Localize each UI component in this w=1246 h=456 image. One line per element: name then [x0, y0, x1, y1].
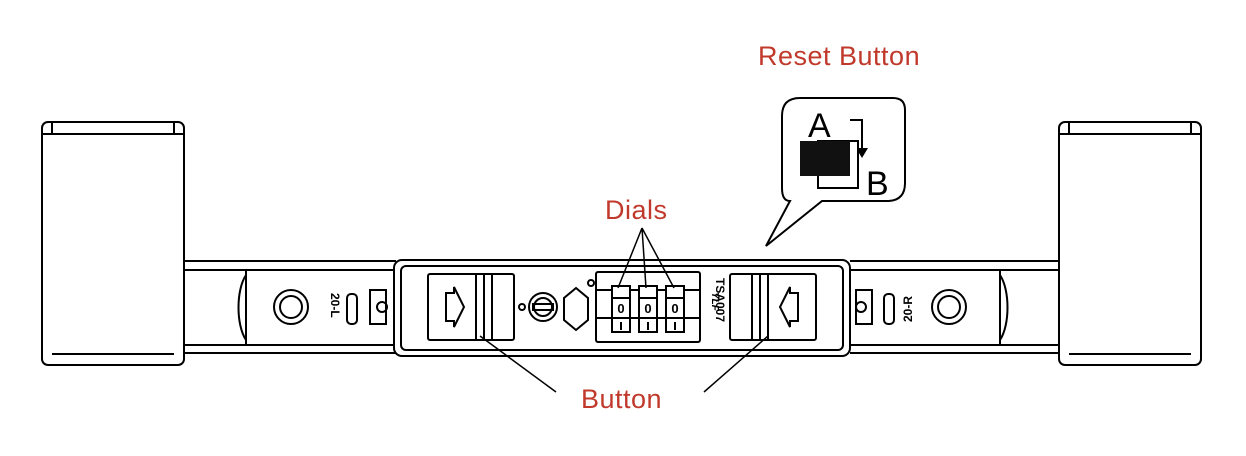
- left-end-cap: [41, 121, 185, 366]
- right-bar: [850, 260, 1059, 354]
- left-screw-icon: [273, 289, 388, 325]
- right-stamp: 20-R: [901, 296, 915, 322]
- reset-button-label: Reset Button: [758, 41, 921, 71]
- left-stamp: 20-L: [328, 293, 342, 318]
- inset-state-a: A: [808, 107, 831, 145]
- left-bar: [184, 260, 396, 354]
- dial-wheel-1: [611, 285, 631, 333]
- brand-mark: YLF: [709, 292, 720, 312]
- left-slide-button: [427, 273, 515, 341]
- key-cylinder-icon: [518, 279, 595, 332]
- arrow-left-icon: [778, 286, 799, 328]
- button-label: Button: [581, 384, 663, 414]
- dial-digit-1: 0: [617, 301, 624, 316]
- model-number: TSA007: [713, 278, 727, 322]
- right-end-cap: [1058, 121, 1202, 366]
- inset-state-b: B: [866, 165, 889, 203]
- dial-digit-2: 0: [644, 301, 651, 316]
- right-screw-icon: [855, 289, 967, 325]
- leader-lines: [479, 227, 769, 393]
- arrow-right-icon: [445, 286, 466, 328]
- dial-wheel-2: [638, 285, 658, 333]
- reset-slider-icon: [800, 141, 850, 176]
- dial-digit-3: 0: [671, 301, 678, 316]
- dial-wheel-3: [665, 285, 685, 333]
- dials-label: Dials: [605, 195, 668, 225]
- right-slide-button: [729, 273, 817, 341]
